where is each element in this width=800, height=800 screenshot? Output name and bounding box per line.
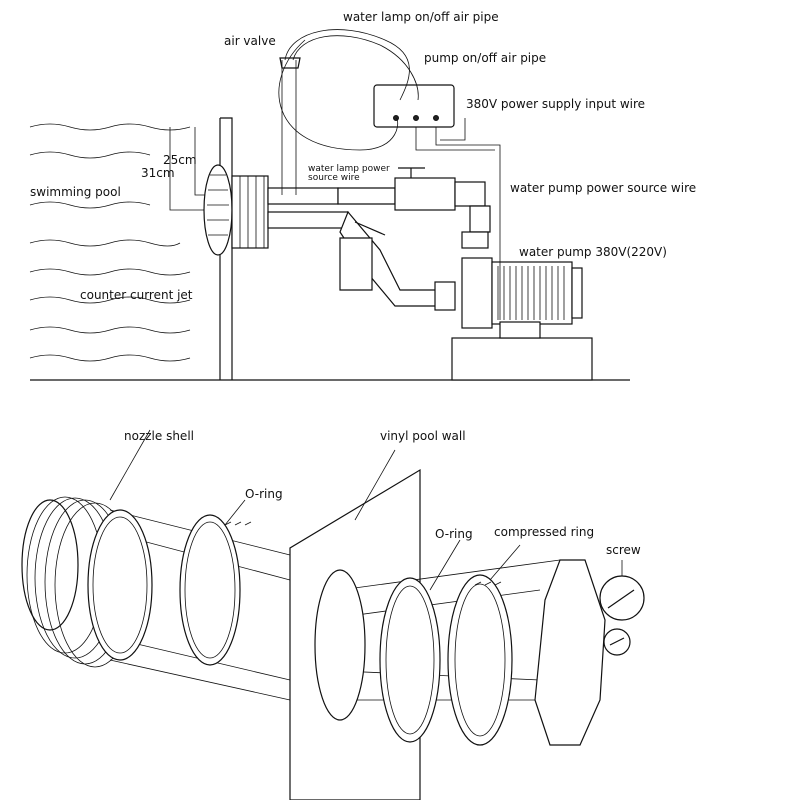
- label-nozzle-shell: nozzle shell: [124, 429, 194, 443]
- label-dim-31cm: 31cm: [141, 166, 175, 180]
- label-air-valve: air valve: [224, 34, 276, 48]
- label-pump-power-wire: water pump power source wire: [510, 181, 697, 195]
- exploded-view: [21, 429, 645, 800]
- label-o-ring-right: O-ring: [435, 527, 473, 541]
- o-ring-left-shape: [179, 514, 241, 666]
- label-water-lamp-power-wire: water lamp power source wire: [308, 164, 390, 184]
- label-water-pump: water pump 380V(220V): [519, 245, 667, 259]
- label-o-ring-left: O-ring: [245, 487, 283, 501]
- water-pump-drawing: [451, 257, 593, 381]
- counter-current-jet-drawing: [203, 164, 491, 311]
- control-box-and-pipes: [278, 29, 501, 320]
- label-vinyl-pool-wall: vinyl pool wall: [380, 429, 466, 443]
- label-swimming-pool: swimming pool: [30, 185, 121, 199]
- label-counter-current-jet: counter current jet: [80, 288, 193, 302]
- compressed-ring-shape: [447, 574, 513, 746]
- o-ring-right-shape: [379, 577, 441, 743]
- label-screw: screw: [606, 543, 641, 557]
- label-compressed-ring: compressed ring: [494, 525, 595, 539]
- label-power-input-wire: 380V power supply input wire: [466, 97, 646, 111]
- label-water-lamp-air-pipe: water lamp on/off air pipe: [343, 10, 499, 24]
- label-dim-25cm: 25cm: [163, 153, 197, 167]
- label-pump-air-pipe: pump on/off air pipe: [424, 51, 547, 65]
